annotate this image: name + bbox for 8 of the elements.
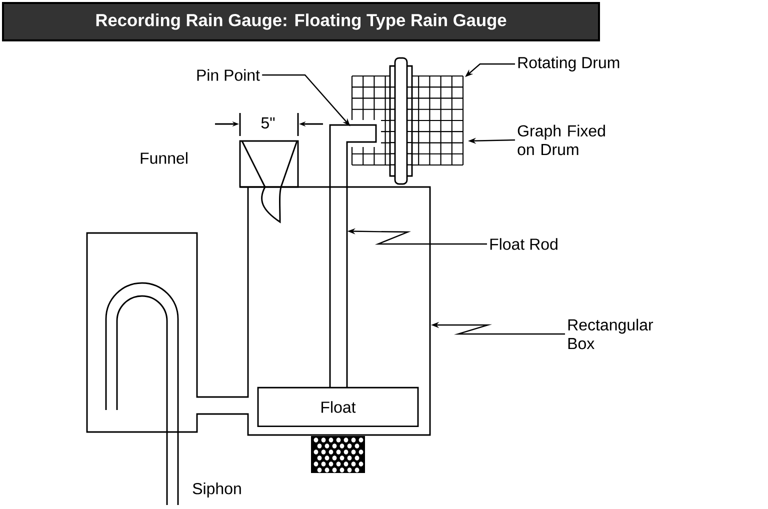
title-banner: Recording Rain Gauge: Floating Type Rain Gauge [2, 2, 600, 42]
callout-text: Rotating Drum [518, 56, 620, 72]
part-label: Siphon [192, 482, 241, 498]
callout-text: Pin Point [197, 69, 260, 81]
callout-text: Float Rod [490, 238, 558, 250]
callout-text: Graph Fixed on Drum [518, 124, 605, 156]
callout-text: Rectangular Box [568, 318, 654, 350]
part-label: Funnel [140, 152, 188, 164]
